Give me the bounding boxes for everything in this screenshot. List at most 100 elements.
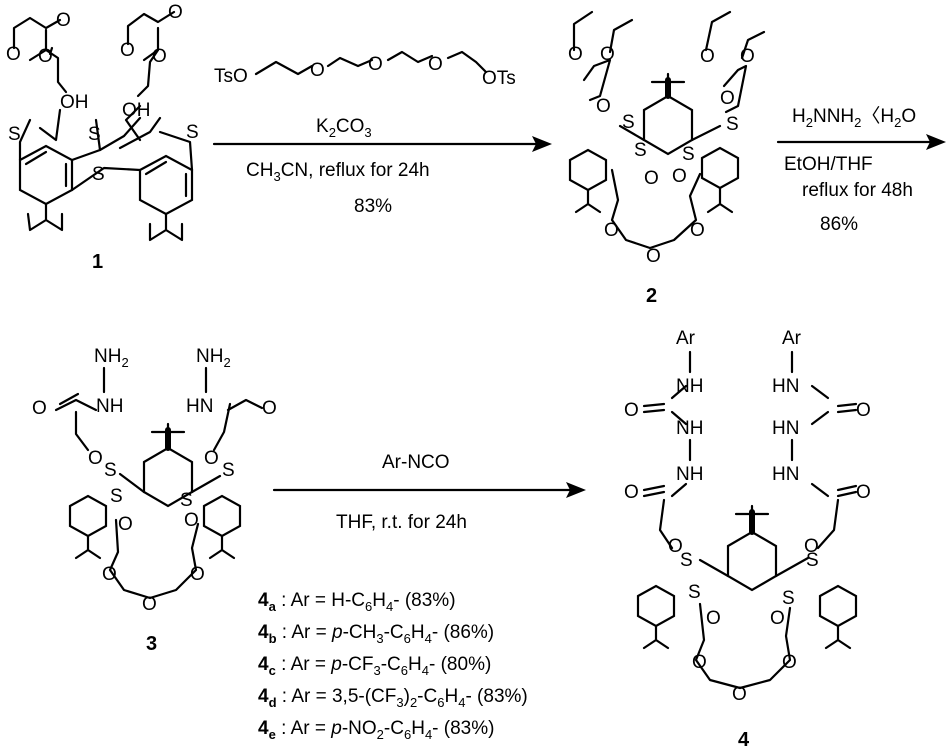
c1-atom-s3: S	[92, 164, 105, 185]
c2-atom-o9: O	[604, 220, 619, 241]
step1-yield: 83%	[354, 196, 392, 217]
c4-hn2: HN	[772, 418, 799, 439]
c2-atom-s1: S	[622, 112, 635, 133]
c4-nh2: NH	[676, 418, 703, 439]
c1-atom-o5: O	[152, 46, 167, 67]
c3-atom-o3: O	[88, 448, 103, 469]
step1-ots: OTs	[482, 68, 516, 89]
c3-atom-o8: O	[190, 564, 205, 585]
c3-atom-o7: O	[102, 564, 117, 585]
c1-atom-s1: S	[8, 124, 21, 145]
c1-atom-oh1: OH	[60, 92, 89, 113]
c2-atom-o5: O	[596, 96, 611, 117]
c2-atom-s4: S	[682, 144, 695, 165]
c3-nh2-left: NH2	[94, 346, 129, 370]
c3-atom-s3: S	[110, 486, 123, 507]
c4-o6: O	[804, 536, 819, 557]
c3-atom-o5: O	[118, 514, 133, 535]
c4-o2: O	[856, 400, 871, 421]
c1-atom-o6: O	[168, 2, 183, 23]
c4-ar-left: Ar	[676, 328, 696, 349]
c4-s3: S	[688, 582, 701, 603]
legend-4c: 4c : Ar = p-CF3-C6H4- (80%)	[258, 654, 491, 678]
compound-4-structure	[636, 350, 858, 690]
c4-o8: O	[770, 608, 785, 629]
c1-atom-oh2: OH	[122, 100, 151, 121]
c3-nh: NH	[96, 396, 123, 417]
c3-atom-o9: O	[142, 594, 157, 615]
step2-arrow-head	[926, 134, 946, 150]
step1-reagent-chain	[254, 50, 488, 76]
step3-conditions: THF, r.t. for 24h	[336, 512, 467, 533]
legend: 4a : Ar = H-C6H4- (83%) 4b : Ar = p-CH3-…	[258, 590, 528, 742]
c1-atom-o2: O	[38, 46, 53, 67]
c4-nh1: NH	[676, 376, 703, 397]
c4-o4: O	[856, 482, 871, 503]
c4-o11: O	[732, 684, 747, 705]
c2-atom-o10: O	[690, 220, 705, 241]
step2-yield: 86%	[820, 214, 858, 235]
step1-o1: O	[310, 60, 325, 81]
compound-4-label: 4	[738, 729, 750, 751]
step1-tso: TsO	[214, 66, 248, 87]
c2-atom-o3: O	[700, 46, 715, 67]
compound-1-label: 1	[92, 251, 103, 273]
c4-o5: O	[668, 536, 683, 557]
c3-atom-o2: O	[262, 398, 277, 419]
c1-atom-o4: O	[120, 40, 135, 61]
c2-atom-o4: O	[740, 46, 755, 67]
compound-1-structure	[12, 10, 194, 242]
c4-o3: O	[624, 482, 639, 503]
c2-atom-o8: O	[672, 166, 687, 187]
c4-o9: O	[692, 652, 707, 673]
c4-hn3: HN	[772, 464, 799, 485]
step1-solvent: CH3CN, reflux for 24h	[246, 160, 430, 184]
step2-conditions: reflux for 48h	[802, 180, 913, 201]
step1-o3: O	[428, 54, 443, 75]
step2-reagent: H2NNH2〈H2O	[792, 105, 916, 130]
c3-nh2-right: NH2	[196, 346, 231, 370]
c3-atom-s2: S	[222, 460, 235, 481]
compound-2-structure	[568, 10, 766, 250]
c2-atom-s3: S	[634, 140, 647, 161]
c3-atom-s4: S	[180, 490, 193, 511]
c1-atom-o3: O	[56, 10, 71, 31]
c2-atom-s2: S	[726, 114, 739, 135]
step1-base: K2CO3	[316, 116, 372, 140]
c3-atom-o1: O	[32, 398, 47, 419]
c4-o10: O	[782, 652, 797, 673]
compound-2-label: 2	[646, 285, 657, 307]
c1-atom-s4: S	[186, 122, 199, 143]
c4-o7: O	[706, 608, 721, 629]
c4-s1: S	[680, 550, 693, 571]
c2-atom-o7: O	[644, 168, 659, 189]
c4-nh3: NH	[676, 464, 703, 485]
compound-3-structure	[54, 366, 264, 600]
legend-4e: 4e : Ar = p-NO2-C6H4- (83%)	[258, 718, 494, 742]
legend-4d: 4d : Ar = 3,5-(CF3)2-C6H4- (83%)	[258, 686, 528, 710]
step3-reagent: Ar-NCO	[382, 452, 450, 473]
c2-atom-o1: O	[568, 44, 583, 65]
c1-atom-s2: S	[88, 124, 101, 145]
c2-atom-o2: O	[600, 44, 615, 65]
compound-3-label: 3	[146, 633, 157, 655]
c3-atom-o4: O	[204, 448, 219, 469]
c2-atom-o6: O	[720, 88, 735, 109]
step1-arrow-head	[532, 136, 552, 152]
step1-o2: O	[368, 54, 383, 75]
legend-4a: 4a : Ar = H-C6H4- (83%)	[258, 590, 456, 614]
step2-solvent: EtOH/THF	[784, 154, 873, 175]
c3-atom-o6: O	[184, 510, 199, 531]
c4-o1: O	[624, 400, 639, 421]
step3-arrow-head	[566, 482, 586, 498]
legend-4b: 4b : Ar = p-CH3-C6H4- (86%)	[258, 622, 494, 646]
c4-ar-right: Ar	[782, 328, 802, 349]
c4-hn1: HN	[772, 376, 799, 397]
c4-s4: S	[782, 588, 795, 609]
c3-atom-s1: S	[104, 460, 117, 481]
c4-s2: S	[806, 550, 819, 571]
c2-atom-o11: O	[646, 246, 661, 267]
c3-hn: HN	[186, 396, 213, 417]
c1-atom-o1: O	[6, 44, 21, 65]
